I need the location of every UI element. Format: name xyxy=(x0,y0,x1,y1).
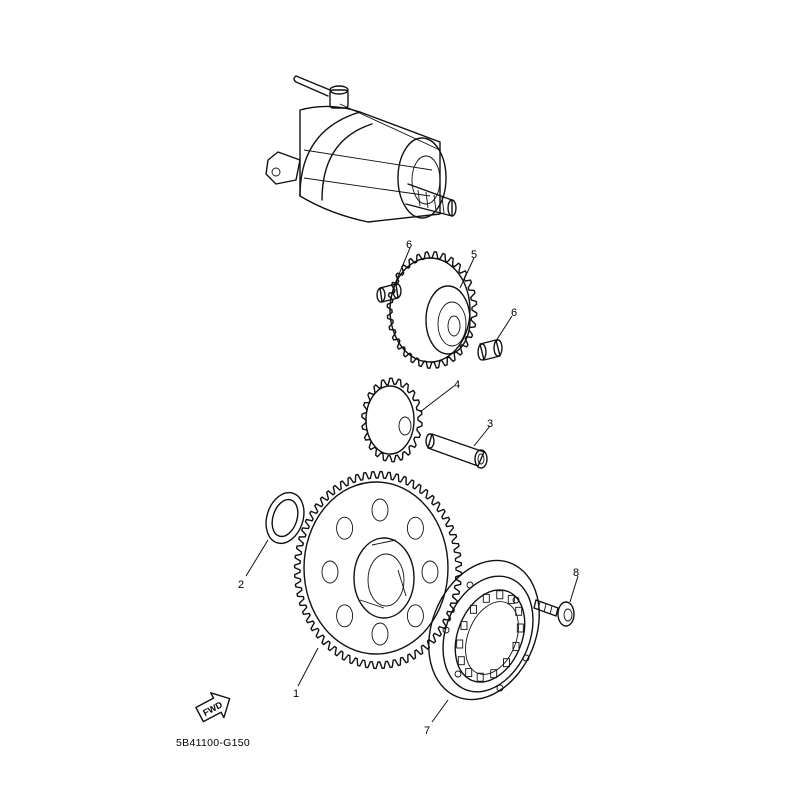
starter-motor xyxy=(265,75,457,223)
clutch-roller xyxy=(503,658,510,668)
diagram-code: 5B41100-G150 xyxy=(176,737,250,749)
gear-hole xyxy=(421,560,439,584)
gear-hole xyxy=(406,516,424,540)
callout-4: 4 xyxy=(454,379,460,391)
gear-hole xyxy=(406,604,424,628)
fwd-arrow-icon: FWD xyxy=(195,692,231,723)
one-way-clutch xyxy=(428,559,540,701)
clutch-roller xyxy=(515,606,523,616)
leader-lines xyxy=(245,247,579,723)
starter-clutch-gear xyxy=(293,470,463,670)
clutch-roller xyxy=(496,590,504,600)
gear-hole xyxy=(371,622,389,646)
clutch-roller xyxy=(470,604,477,614)
callout-6a: 6 xyxy=(406,239,412,251)
callout-8: 8 xyxy=(573,567,579,579)
clutch-roller xyxy=(490,669,498,679)
callout-2: 2 xyxy=(238,579,244,591)
gear-hole xyxy=(336,604,354,628)
clutch-roller xyxy=(507,594,515,604)
callouts: 1 2 3 4 5 6 6 7 8 xyxy=(238,239,579,737)
gear-hole xyxy=(336,516,354,540)
shaft xyxy=(425,433,488,469)
idler-gear-2 xyxy=(361,377,423,463)
clutch-roller xyxy=(512,641,520,651)
starter-clutch-gear-teeth xyxy=(293,470,463,670)
clutch-roller xyxy=(457,656,465,666)
idler-gear-2-teeth xyxy=(361,377,423,463)
clutch-roller xyxy=(516,623,524,633)
callout-3: 3 xyxy=(487,418,493,430)
gear-hole xyxy=(321,560,339,584)
bearing-right xyxy=(477,339,503,361)
idler-gear-1-teeth xyxy=(386,251,478,369)
callout-6b: 6 xyxy=(511,307,517,319)
clutch-roller xyxy=(476,672,484,682)
callout-1: 1 xyxy=(293,688,299,700)
callout-7: 7 xyxy=(424,725,430,737)
gear-hole xyxy=(371,498,389,522)
clutch-roller xyxy=(465,668,473,678)
bolt xyxy=(533,599,575,627)
washer xyxy=(265,491,305,545)
clutch-roller xyxy=(460,621,468,631)
idler-gear-1 xyxy=(386,251,478,369)
callout-5: 5 xyxy=(471,249,477,261)
clutch-roller xyxy=(456,639,464,649)
clutch-roller xyxy=(482,593,490,603)
